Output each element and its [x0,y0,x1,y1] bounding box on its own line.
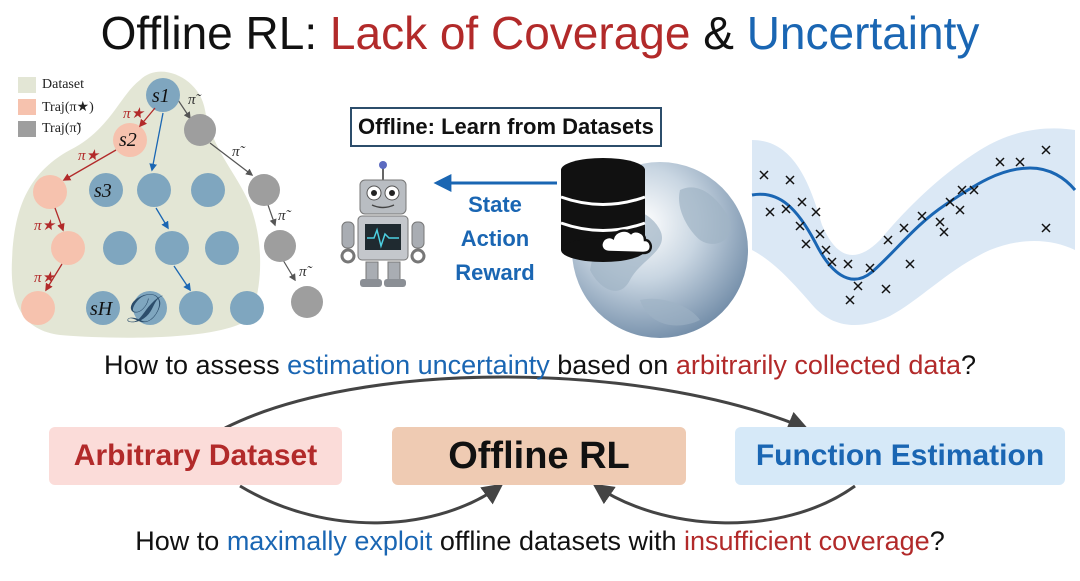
q2-question-mark: ? [929,526,945,556]
q1-text-2: based on [549,350,676,380]
q1-arbitrary-data: arbitrarily collected data [675,350,961,380]
traj-opt-node [33,175,67,209]
traj-opt-node [21,291,55,325]
question-coverage: How to maximally exploit offline dataset… [0,526,1080,557]
label-pi-tilde: π̃ [299,264,313,280]
q2-text-2: offline datasets with [432,526,685,556]
data-node [230,291,264,325]
title-uncertainty: Uncertainty [746,7,980,59]
arrow-function-to-offline [592,483,856,525]
q2-maximally-exploit: maximally exploit [226,526,433,556]
q2-insufficient-coverage: insufficient coverage [684,526,930,556]
cloud-icon [600,229,653,255]
label-pi-tilde: π̃ [278,208,292,224]
label-pi-star: π★ [78,148,101,164]
function-estimation-box: Function Estimation [735,427,1065,485]
legend-label-traj-beh: Traj(π̃) [42,121,82,136]
data-node [191,173,225,207]
label-s2: s2 [119,129,137,151]
function-estimation-plot [751,128,1077,326]
legend-item-traj-opt: Traj(π★) [18,96,94,118]
optimal-trajectory [21,107,156,325]
traj-opt-node [51,231,85,265]
label-pi-star: π★ [34,270,57,286]
arrow-dataset-to-function [224,375,809,432]
legend-label-dataset: Dataset [42,77,84,92]
arbitrary-dataset-box: Arbitrary Dataset [49,427,342,485]
label-state: State [468,192,522,217]
label-pi-tilde: π̃ [232,144,246,160]
traj-beh-node [291,286,323,318]
traj-beh-node [184,114,216,146]
data-node [155,231,189,265]
traj-opt-node [113,123,147,157]
label-pi-star: π★ [34,218,57,234]
node-s3 [89,173,123,207]
label-sH: sH [90,298,114,320]
arrow-dataset-to-offline [239,483,504,525]
data-node [137,173,171,207]
sample-points [759,145,1051,305]
title-ampersand: & [690,7,747,59]
data-node [205,231,239,265]
offline-learning-box: Offline: Learn from Datasets [350,107,662,147]
data-node [103,231,137,265]
flow-arrows [224,375,856,525]
mean-curve [751,166,1077,281]
legend-item-traj-beh: Traj(π̃) [18,118,94,140]
page-title: Offline RL: Lack of Coverage & Uncertain… [0,6,1080,60]
data-node [133,291,167,325]
data-nodes [86,78,264,325]
data-arrows [149,112,191,292]
q2-text-1: How to [135,526,227,556]
label-s1: s1 [152,85,170,107]
q1-text-1: How to assess [104,350,288,380]
q1-estimation-uncertainty: estimation uncertainty [287,350,550,380]
legend: Dataset Traj(π★) Traj(π̃) [18,74,94,140]
node-sH [86,291,120,325]
label-action: Action [460,226,530,251]
legend-label-traj-opt: Traj(π★) [42,99,94,115]
q1-question-mark: ? [960,350,976,380]
data-node [179,291,213,325]
label-reward: Reward [455,260,535,285]
traj-beh-node [248,174,280,206]
traj-beh-node [264,230,296,262]
label-s3: s3 [94,180,112,202]
behavior-trajectory [177,99,323,318]
legend-swatch-dataset [18,77,36,93]
label-pi-star: π★ [123,106,146,122]
legend-swatch-traj-beh [18,121,36,137]
title-lack-of-coverage: Lack of Coverage [329,7,691,59]
offline-rl-box: Offline RL [392,427,686,485]
title-part-1: Offline RL: [100,7,330,59]
node-s1 [146,78,180,112]
legend-swatch-traj-opt [18,99,36,115]
robot-icon [340,161,426,287]
state-action-reward-label: State Action Reward [430,188,560,290]
legend-item-dataset: Dataset [18,74,94,96]
question-uncertainty: How to assess estimation uncertainty bas… [0,350,1080,381]
